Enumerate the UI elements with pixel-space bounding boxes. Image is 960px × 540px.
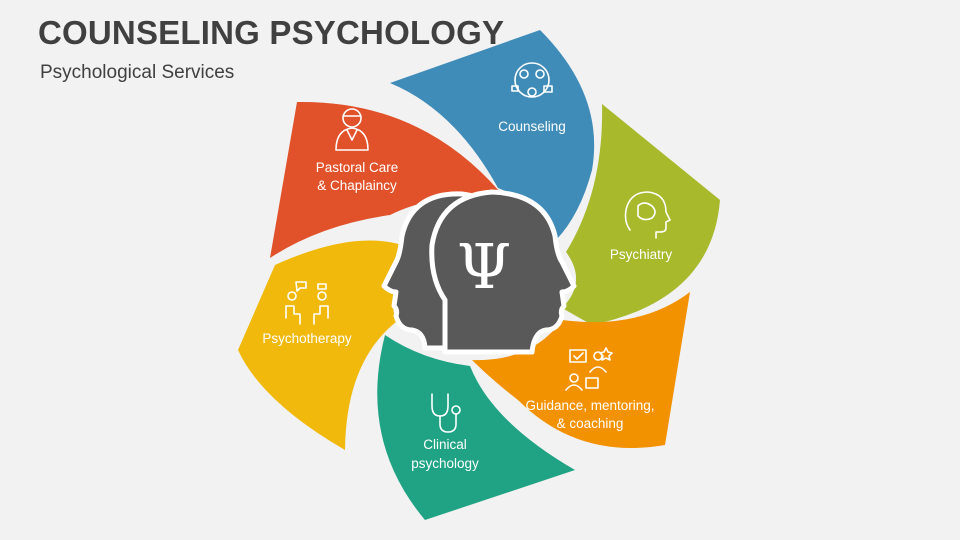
segment-psychotherapy: Psychotherapy [238,240,402,450]
segment-shape [472,292,690,448]
segment-clinical: Clinical psychology [377,335,575,520]
segment-pastoral-care: Pastoral Care & Chaplaincy [270,101,500,258]
mentoring-icon [565,347,613,391]
therapy-session-icon [285,281,329,325]
segment-shape [270,101,500,258]
segment-label: Psychotherapy [262,331,352,346]
segment-counseling: Counseling [390,30,595,240]
stethoscope-icon [431,393,461,433]
segment-shape [238,240,402,450]
segment-shape [377,335,575,520]
page-subtitle: Psychological Services [40,62,235,83]
segment-label: Pastoral Care [316,160,399,175]
segment-label: Clinical [423,437,467,452]
right-head-silhouette [429,189,577,355]
segment-guidance: Guidance, mentoring, & coaching [472,292,690,448]
page-title: COUNSELING PSYCHOLOGY [38,14,505,51]
segment-shape [390,30,595,240]
segment-label: & coaching [557,416,624,431]
segment-label: Guidance, mentoring, [525,398,654,413]
segment-label: Counseling [498,119,566,134]
psi-symbol: Ψ [457,230,511,303]
segment-label: psychology [411,456,479,471]
segment-shape [562,104,720,325]
brain-head-icon [624,191,671,239]
center-heads-icon: Ψ [381,189,577,355]
pastor-icon [335,108,369,151]
segment-label: Psychiatry [610,247,673,262]
counseling-people-icon [511,62,553,98]
segment-psychiatry: Psychiatry [562,104,720,325]
segment-label: & Chaplaincy [317,178,397,193]
